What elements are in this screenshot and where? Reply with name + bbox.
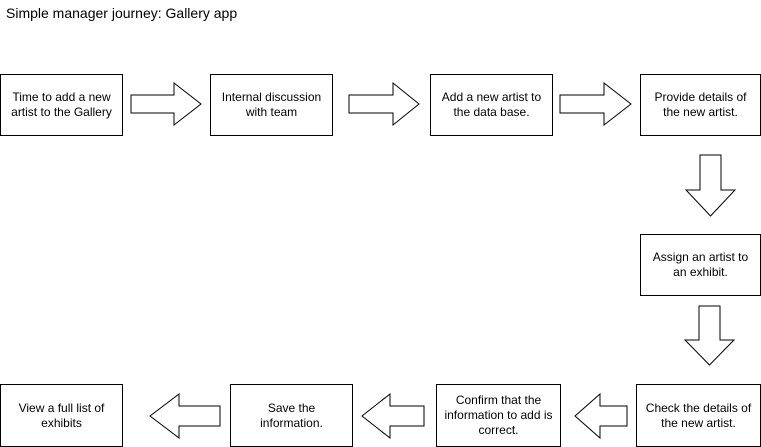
arrow-down-icon [683,305,736,366]
step-4-box: Provide details of the new artist. [640,74,761,136]
step-5-box: Assign an artist to an exhibit. [640,234,761,296]
diagram-title: Simple manager journey: Gallery app [6,5,238,21]
arrow-right-icon [348,81,420,127]
step-9-box: View a full list of exhibits [0,384,123,447]
arrow-left-icon [361,392,425,440]
step-2-box: Internal discussion with team [210,74,333,136]
arrow-right-icon [559,81,632,127]
step-8-box: Save the information. [230,384,353,447]
arrow-left-icon [149,392,221,440]
step-7-box: Confirm that the information to add is c… [436,384,561,447]
arrow-right-icon [130,81,202,127]
arrow-left-icon [574,392,628,440]
step-3-box: Add a new artist to the data base. [430,74,553,136]
step-1-box: Time to add a new artist to the Gallery [0,74,123,136]
arrow-down-icon [684,154,737,217]
step-6-box: Check the details of the new artist. [636,384,761,447]
